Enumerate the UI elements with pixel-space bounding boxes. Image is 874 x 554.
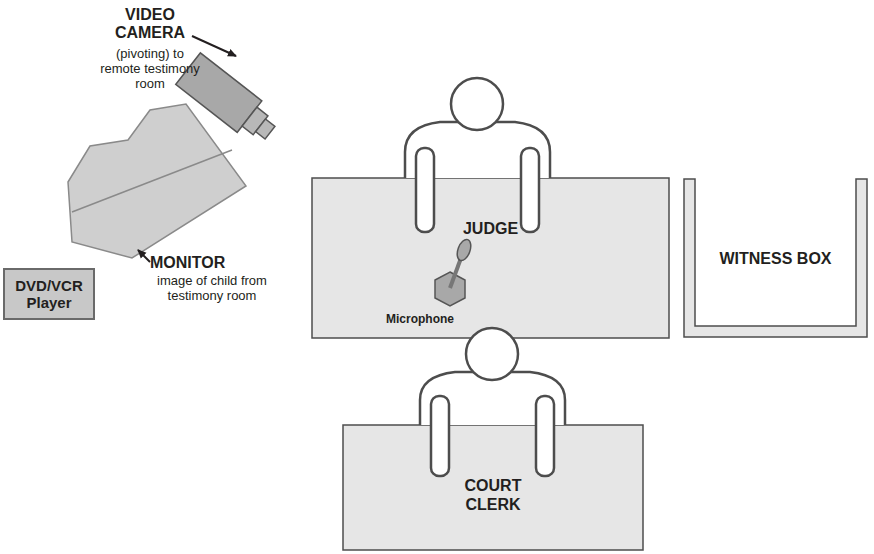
part-note: image of child from testimony room bbox=[156, 273, 268, 303]
judge-figure bbox=[405, 78, 550, 232]
part-name: MONITOR bbox=[150, 254, 250, 272]
judge-desk bbox=[312, 178, 669, 338]
clerk-figure bbox=[420, 328, 565, 476]
clerk-desk bbox=[343, 425, 643, 550]
leader-arrow bbox=[138, 250, 150, 262]
clerk-desk-node: COURT CLERK bbox=[343, 450, 643, 540]
node-label: JUDGE bbox=[463, 219, 518, 238]
node-label: DVD/VCR Player bbox=[9, 277, 89, 311]
witness-box: WITNESS BOX bbox=[683, 178, 868, 338]
player-box: DVD/VCR Player bbox=[3, 268, 95, 320]
monitor bbox=[68, 104, 246, 258]
part-name: Microphone bbox=[375, 312, 465, 326]
leader-arrow bbox=[192, 36, 236, 56]
microphone bbox=[435, 238, 473, 306]
part-note: (pivoting) to remote testimony room bbox=[98, 46, 202, 91]
node-label: WITNESS BOX bbox=[719, 249, 831, 268]
node-label: COURT CLERK bbox=[448, 476, 538, 514]
part-name: VIDEO CAMERA bbox=[95, 6, 205, 42]
judge-desk-node: JUDGE bbox=[312, 178, 669, 278]
